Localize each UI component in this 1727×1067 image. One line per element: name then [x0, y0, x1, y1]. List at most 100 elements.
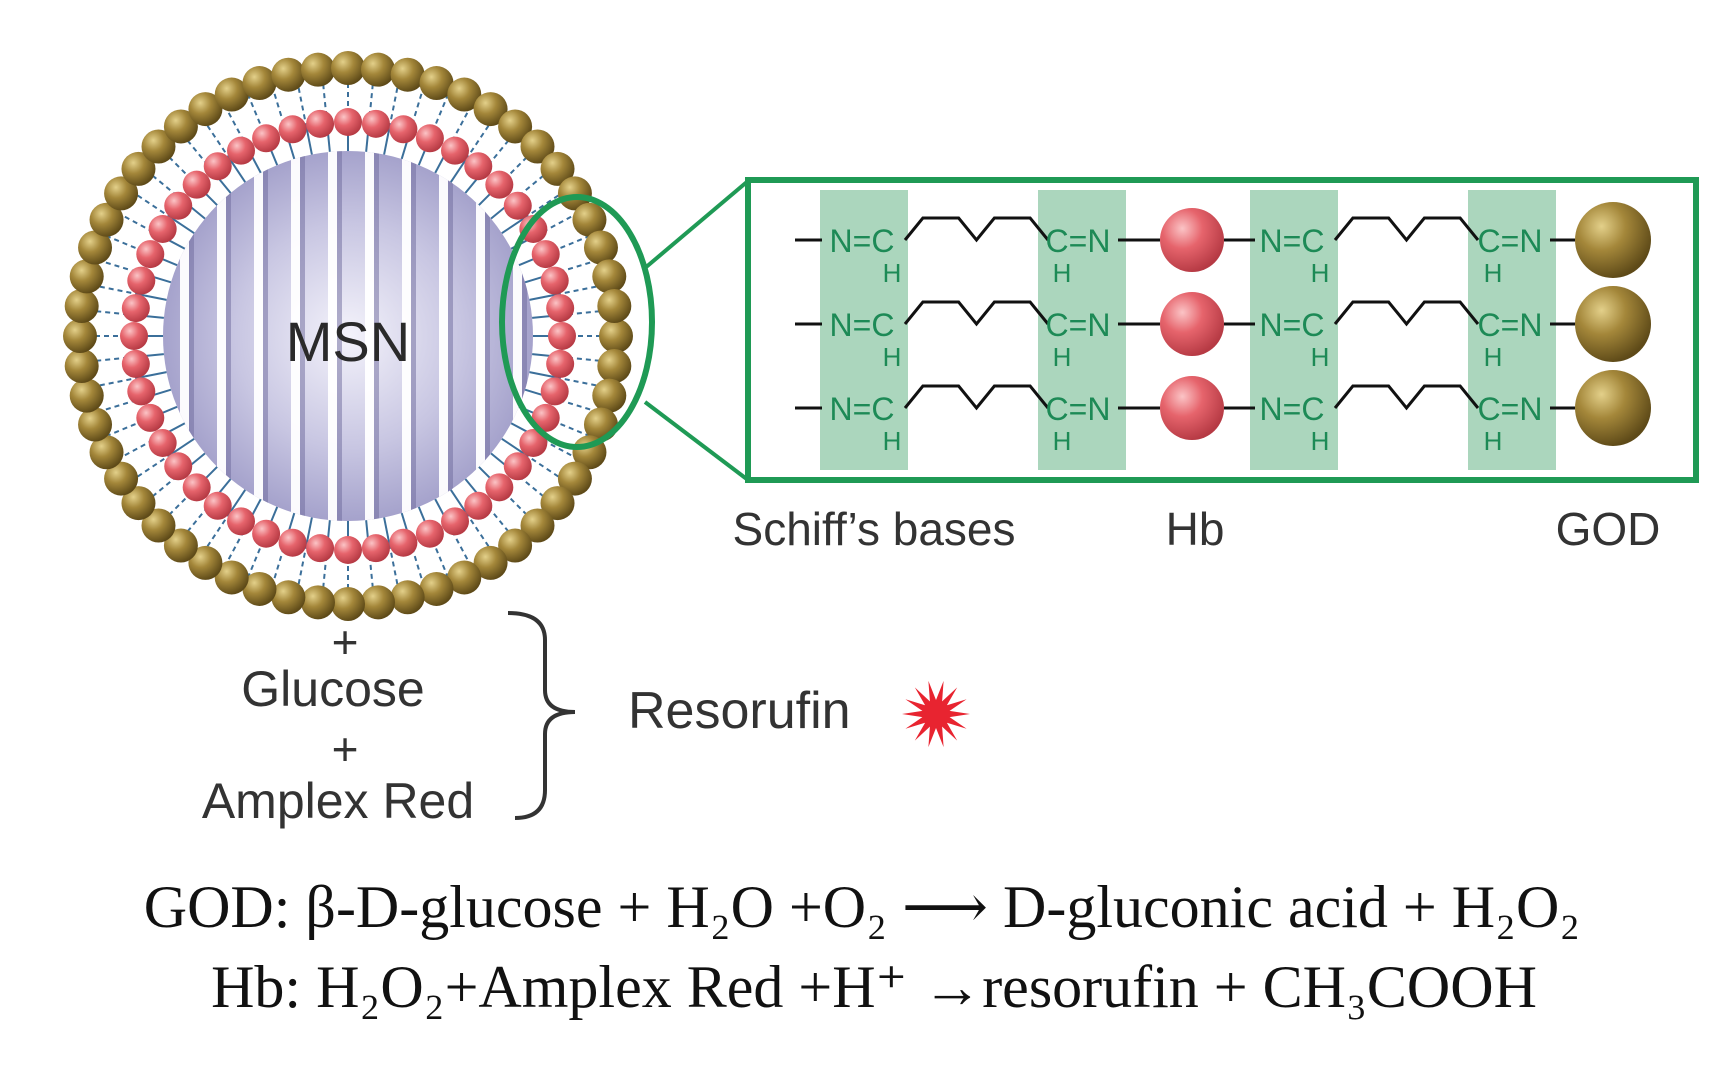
alkyl-chain [903, 384, 1050, 411]
god-bead [1575, 370, 1651, 446]
hb-bead [441, 136, 469, 165]
pore-channel [254, 151, 263, 521]
hb-bead [531, 240, 560, 269]
bracket [507, 611, 576, 820]
hb-bead [334, 108, 362, 136]
hb-bead [361, 109, 390, 138]
linker [501, 437, 525, 455]
hb-bead [361, 534, 390, 563]
hb-bead [278, 528, 307, 557]
pore-shadow [374, 151, 379, 521]
schiff-base-group: N=C [830, 223, 895, 259]
hb-bead [306, 109, 335, 138]
god-bead [242, 571, 277, 606]
hydrogen: H [1484, 426, 1503, 456]
plus-sign-1: + [332, 616, 359, 668]
schiff-base-group: N=C [1260, 223, 1325, 259]
schiff-base-group: C=N [1478, 307, 1543, 343]
god-bead [188, 545, 223, 580]
hydrogen: H [1053, 342, 1072, 372]
schiff-base-group: C=N [1478, 223, 1543, 259]
god-bead [592, 259, 627, 294]
hydrogen: H [1311, 258, 1330, 288]
pore-channel [217, 151, 226, 521]
schiff-base-group: N=C [830, 307, 895, 343]
god-bead [599, 319, 633, 353]
god-bead [214, 77, 249, 112]
schiff-band [1038, 190, 1126, 470]
hb-bead [136, 403, 165, 432]
hb-bead [531, 403, 560, 432]
msn-core: MSN [163, 151, 533, 521]
pore-channel [476, 151, 485, 521]
god-bead [121, 486, 156, 521]
hb-bead [485, 473, 514, 502]
pore-shadow [411, 151, 416, 521]
hydrogen: H [883, 258, 902, 288]
god-bead [63, 319, 97, 353]
hb-bead [540, 377, 569, 406]
god-label: GOD [1556, 503, 1661, 555]
hb-bead [306, 534, 335, 563]
pore-channel [291, 151, 300, 521]
god-bead [78, 230, 113, 265]
hb-bead [148, 429, 177, 457]
hb-bead [164, 452, 193, 481]
god-bead [419, 66, 454, 101]
glucose-label: Glucose [241, 661, 424, 717]
hb-bead [227, 507, 255, 536]
hb-bead [334, 536, 362, 564]
god-bead [361, 52, 396, 87]
linker [529, 371, 557, 379]
reaction-block: + Glucose + Amplex Red Resorufin [202, 611, 970, 829]
pore-channel [328, 151, 337, 521]
god-bead [520, 508, 555, 543]
god-bead [163, 109, 198, 144]
pore-channel [365, 151, 374, 521]
linker [449, 159, 467, 183]
schiff-base-group: N=C [830, 391, 895, 427]
pore-channel [402, 151, 411, 521]
hb-bead [519, 429, 548, 457]
schiff-base-group: C=N [1046, 391, 1111, 427]
god-bead [1575, 286, 1651, 362]
detail-panel: N=CHC=NHN=CHC=NHN=CHC=NHN=CHC=NHN=CHC=NH… [745, 177, 1699, 483]
hydrogen: H [1053, 258, 1072, 288]
hydrogen: H [883, 342, 902, 372]
hb-bead [503, 191, 532, 220]
hb-bead [203, 152, 232, 181]
pore-shadow [189, 151, 194, 521]
msn-label: MSN [286, 310, 410, 373]
hb-bead [182, 473, 211, 502]
god-bead [447, 560, 482, 595]
god-bead [473, 545, 508, 580]
hb-bead [182, 170, 211, 199]
god-equation: GOD: β-D-glucose + H₂O +O₂ ⟶ D-gluconic … [144, 874, 1580, 940]
schiff-base-bands [820, 190, 1556, 470]
pore-shadow [263, 151, 268, 521]
linker [529, 293, 557, 301]
hb-bead [127, 377, 156, 406]
god-bead [592, 378, 627, 413]
god-bead [390, 57, 425, 92]
linker [383, 517, 391, 545]
hb-label: Hb [1166, 503, 1225, 555]
linker-chains: N=CHC=NHN=CHC=NHN=CHC=NHN=CHC=NHN=CHC=NH… [795, 202, 1651, 456]
god-bead [572, 202, 607, 237]
schiff-bases-label: Schiff’s bases [733, 503, 1016, 555]
hb-bead [278, 115, 307, 144]
hb-bead [121, 349, 150, 378]
hb-bead [127, 266, 156, 295]
schiff-band [1250, 190, 1338, 470]
pore-channel [513, 151, 522, 521]
hb-bead [441, 507, 469, 536]
alkyl-chain [903, 300, 1050, 327]
god-bead [583, 230, 618, 265]
god-bead [540, 151, 575, 186]
hb-bead [415, 124, 444, 153]
alkyl-chain [1333, 300, 1480, 327]
god-bead [597, 349, 632, 384]
god-bead [104, 461, 139, 496]
schiff-base-group: C=N [1046, 307, 1111, 343]
